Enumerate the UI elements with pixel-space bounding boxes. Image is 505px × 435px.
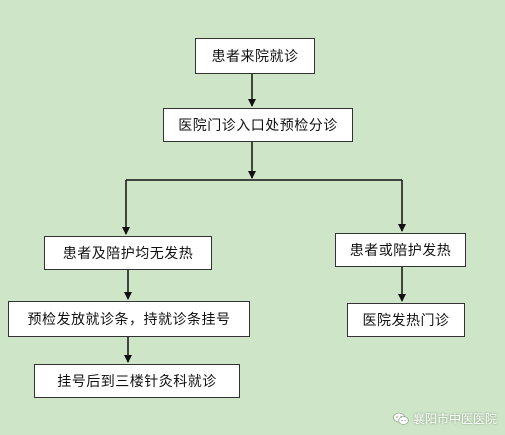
node-patient-arrives: 患者来院就诊: [195, 38, 315, 74]
watermark-text: 襄阳市中医医院: [412, 412, 497, 426]
node-issue-slip-register: 预检发放就诊条，持就诊条挂号: [8, 301, 250, 337]
node-entrance-triage: 医院门诊入口处预检分诊: [163, 108, 353, 142]
node-fever: 患者或陪护发热: [335, 233, 466, 267]
node-fever-clinic: 医院发热门诊: [347, 303, 465, 337]
node-no-fever: 患者及陪护均无发热: [44, 236, 212, 270]
wechat-icon: [393, 412, 409, 425]
node-acupuncture-third-floor: 挂号后到三楼针灸科就诊: [34, 364, 240, 398]
watermark: 襄阳市中医医院: [393, 410, 497, 427]
